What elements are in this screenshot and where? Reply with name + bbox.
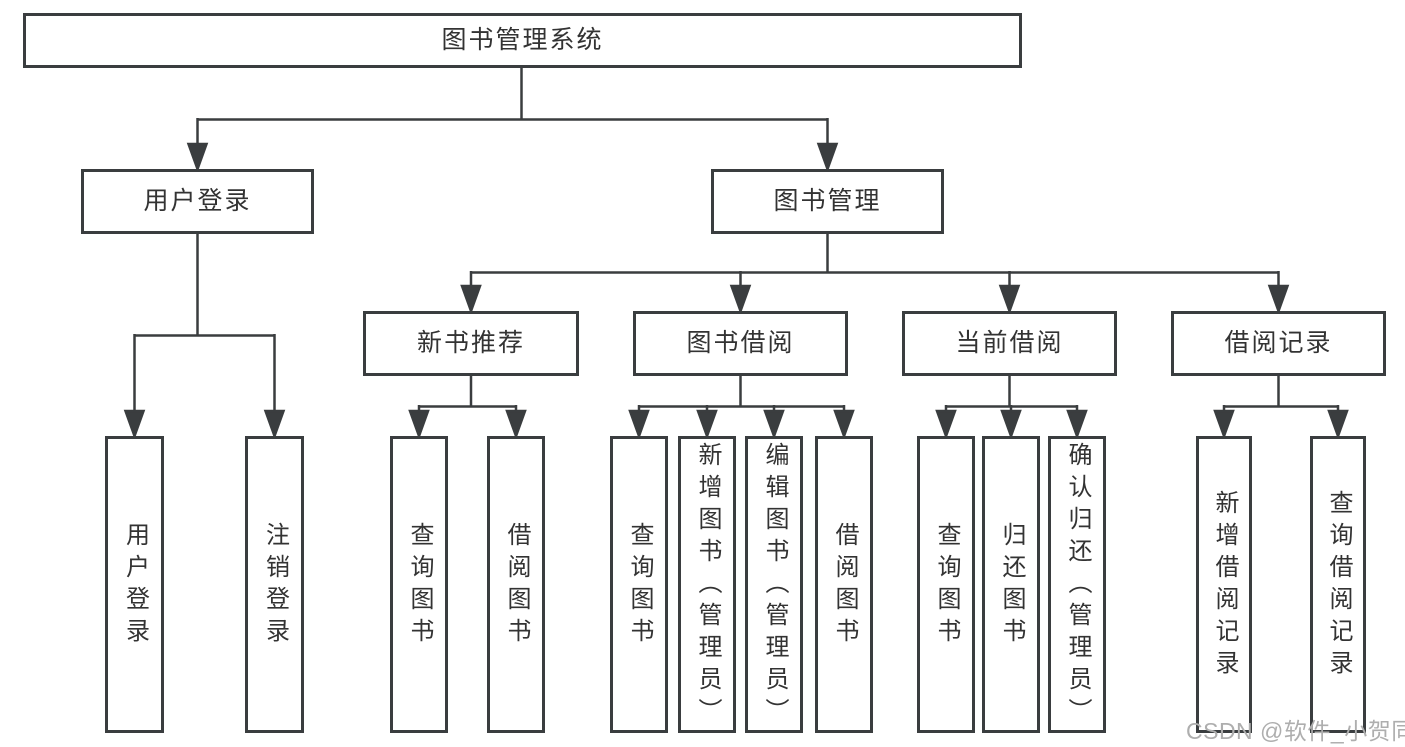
arrowhead	[505, 409, 527, 440]
arrowhead	[935, 409, 957, 440]
node-current-borrow: 当前借阅	[902, 311, 1117, 376]
leaf-confirm-return-admin: 确认归还（管理员）	[1048, 436, 1106, 733]
arrowhead	[729, 284, 752, 315]
leaf-logout: 注销登录	[245, 436, 304, 733]
connector-borrow-record-children	[1213, 376, 1349, 440]
leaf-query-book-current: 查询图书	[917, 436, 975, 733]
csdn-watermark: CSDN @软件_小贺同学	[1186, 718, 1405, 744]
arrowhead	[1213, 409, 1235, 440]
arrowhead	[763, 409, 785, 440]
leaf-edit-book-admin: 编辑图书（管理员）	[745, 436, 803, 733]
arrowhead	[816, 142, 839, 173]
leaf-query-book-borrow: 查询图书	[610, 436, 668, 733]
leaf-borrow-book: 借阅图书	[815, 436, 873, 733]
arrowhead	[1066, 409, 1088, 440]
arrowhead	[628, 409, 650, 440]
arrowhead	[833, 409, 855, 440]
leaf-query-borrow-record: 查询借阅记录	[1310, 436, 1366, 733]
leaf-user-login: 用户登录	[105, 436, 164, 733]
arrowhead	[1327, 409, 1349, 440]
arrowhead	[460, 284, 482, 315]
connector-book-borrow-children	[628, 376, 855, 440]
node-book-borrow: 图书借阅	[633, 311, 848, 376]
leaf-return-book: 归还图书	[982, 436, 1040, 733]
arrowhead	[123, 409, 146, 440]
connector-new-book-children	[408, 376, 527, 440]
connector-root-to-level2	[186, 68, 839, 173]
arrowhead	[186, 142, 209, 173]
arrowhead	[1267, 284, 1290, 315]
connector-book-mgmt-children	[460, 234, 1290, 315]
node-borrow-record: 借阅记录	[1171, 311, 1386, 376]
node-user-login: 用户登录	[81, 169, 314, 234]
arrowhead	[1000, 409, 1022, 440]
connector-current-borrow-children	[935, 376, 1088, 440]
leaf-borrow-book-recommend: 借阅图书	[487, 436, 545, 733]
arrowhead	[408, 409, 430, 440]
arrowhead	[696, 409, 718, 440]
node-new-book-recommend: 新书推荐	[363, 311, 579, 376]
connector-user-login-children	[123, 234, 286, 440]
node-book-management: 图书管理	[711, 169, 944, 234]
leaf-add-book-admin: 新增图书（管理员）	[678, 436, 736, 733]
node-root-system: 图书管理系统	[23, 13, 1022, 68]
arrowhead	[263, 409, 286, 440]
leaf-query-book-recommend: 查询图书	[390, 436, 448, 733]
arrowhead	[998, 284, 1021, 315]
leaf-add-borrow-record: 新增借阅记录	[1196, 436, 1252, 733]
